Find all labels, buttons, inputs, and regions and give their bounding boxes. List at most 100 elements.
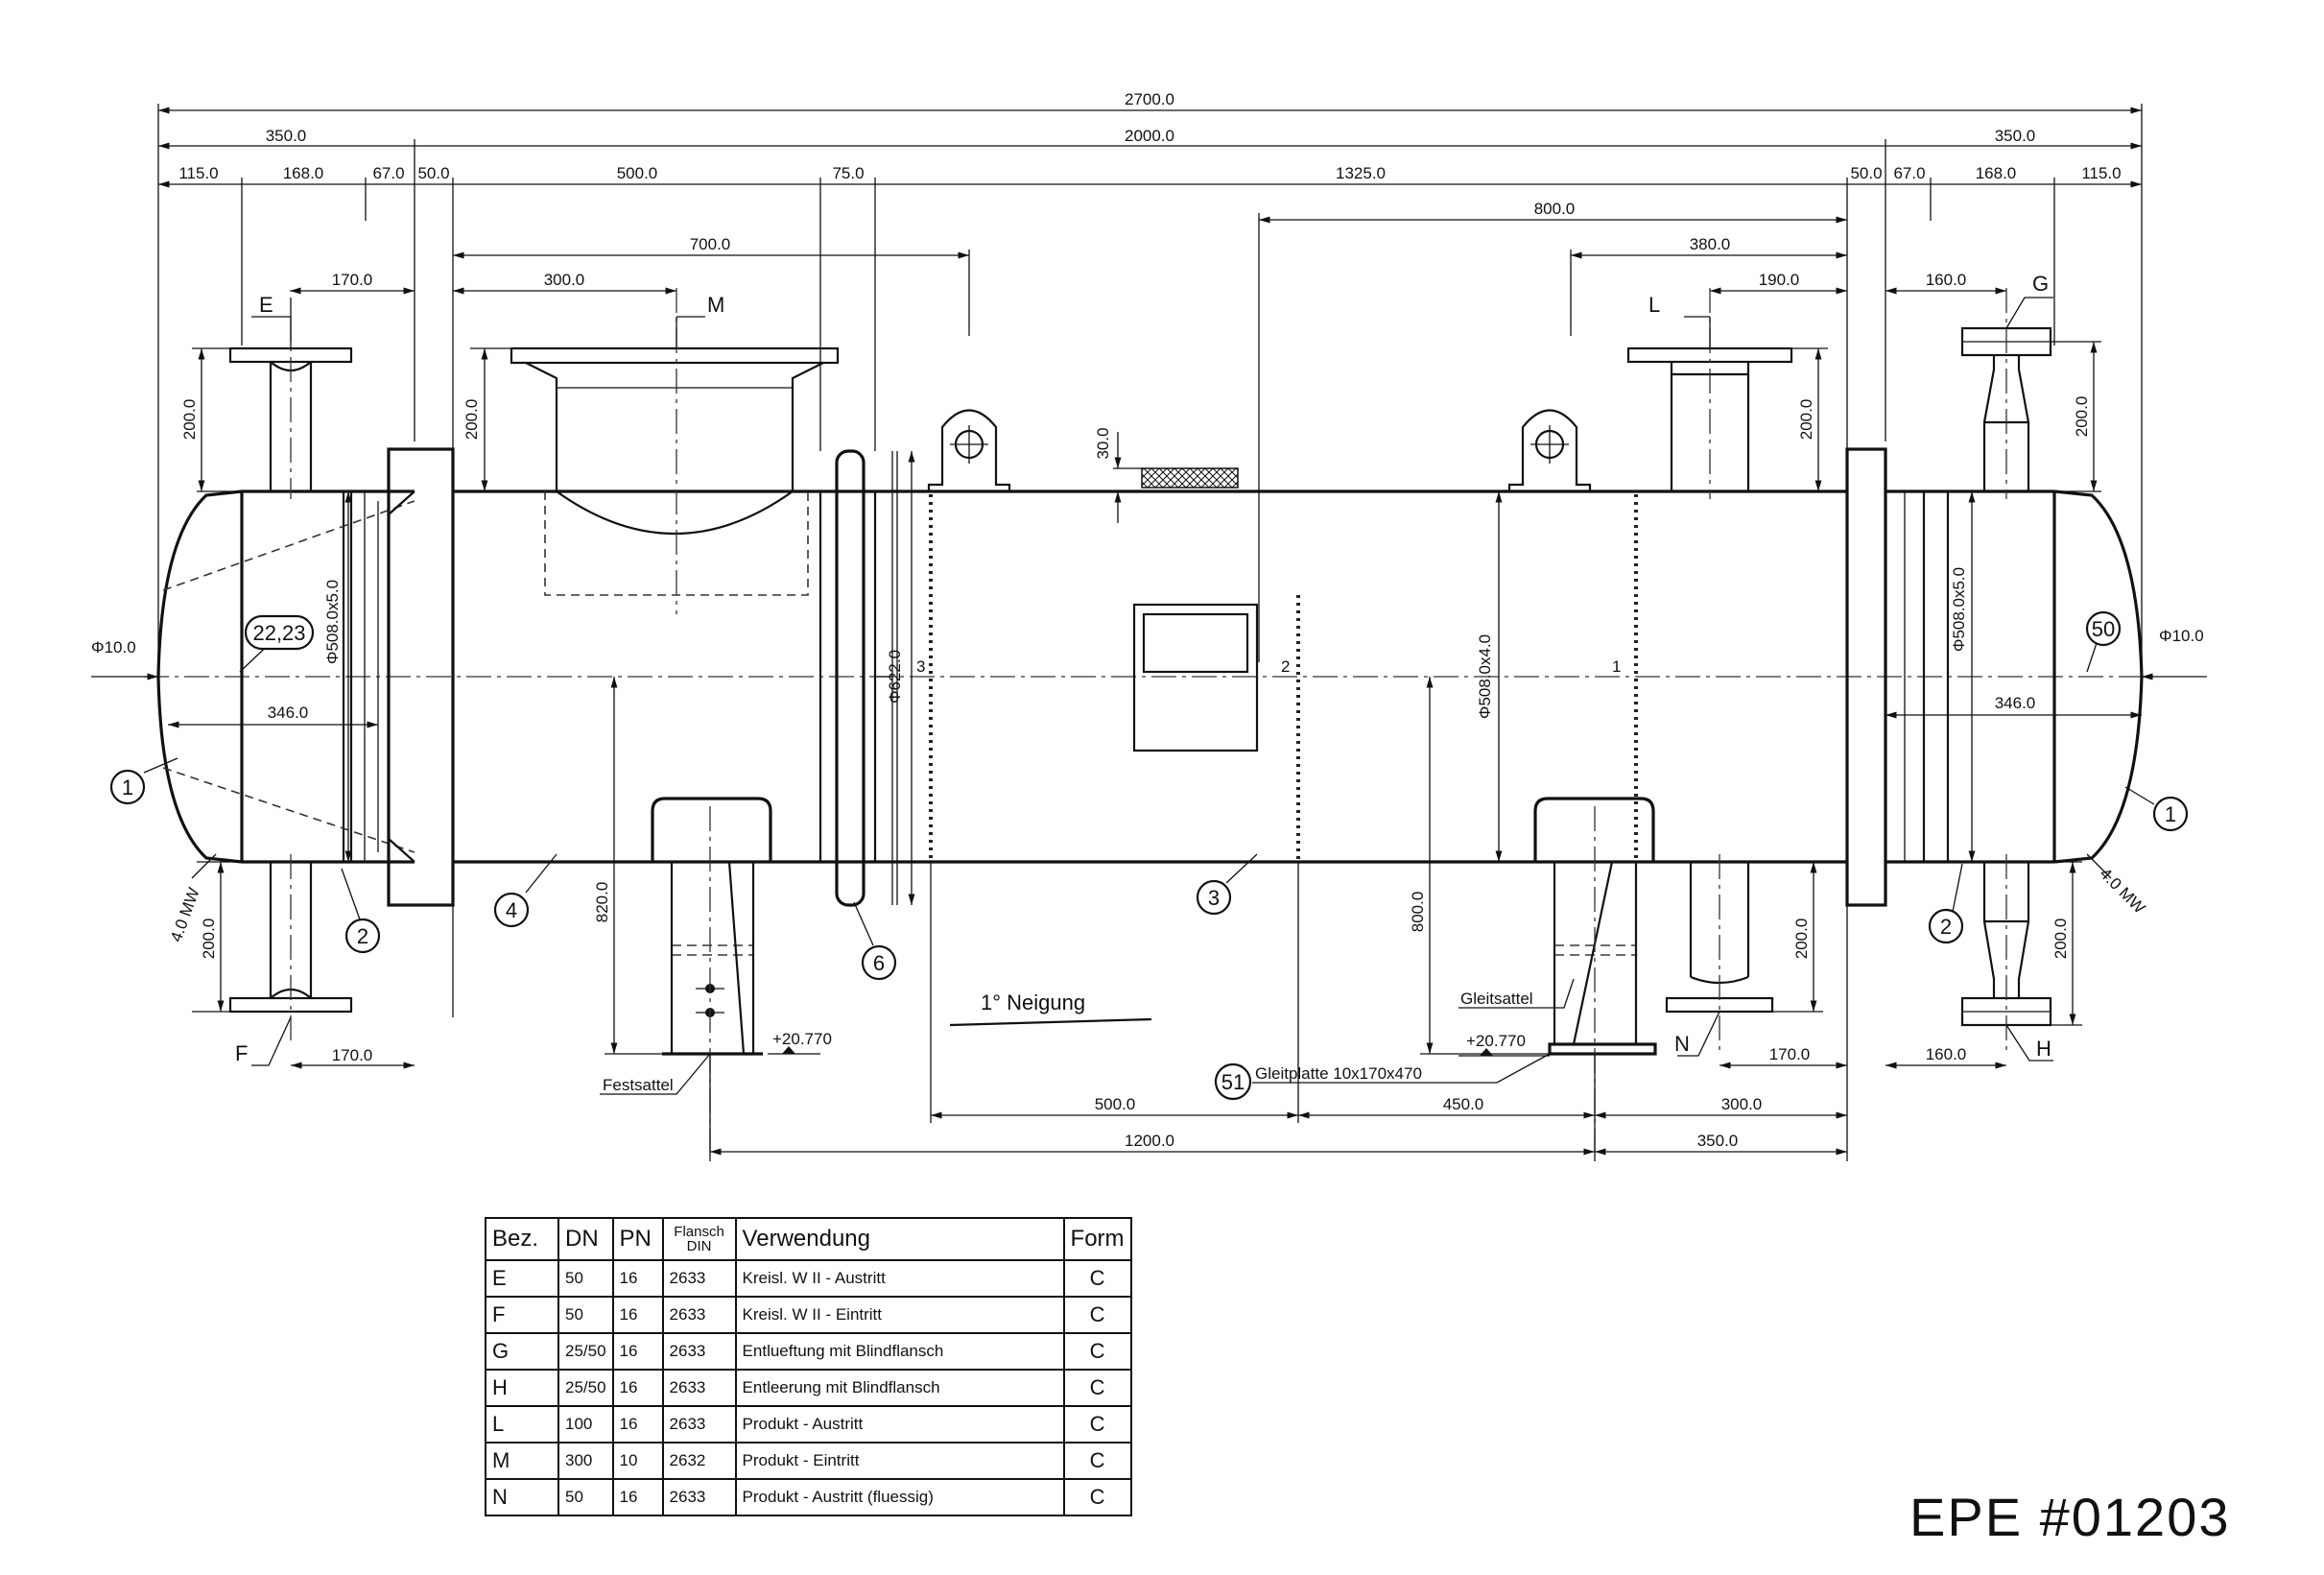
dim-300-bottom: 300.0 bbox=[1721, 1095, 1763, 1113]
weld-right: 4.0 MW bbox=[2096, 865, 2148, 918]
dim-200-l: 200.0 bbox=[1797, 399, 1815, 441]
dim-overall: 2700.0 bbox=[1125, 90, 1174, 108]
cell-dn: 50 bbox=[557, 1259, 614, 1298]
dim-820: 820.0 bbox=[593, 882, 611, 923]
dim-170-n: 170.0 bbox=[1769, 1045, 1811, 1063]
cell-form: C bbox=[1062, 1405, 1132, 1444]
label-gleitplatte: Gleitplatte 10x170x470 bbox=[1255, 1064, 1422, 1083]
dim-200-e: 200.0 bbox=[180, 399, 199, 441]
right-head: 346.0 Φ508.0x5.0 Φ10.0 4.0 MW bbox=[1845, 447, 2207, 918]
cell-bez: N bbox=[485, 1478, 559, 1516]
cell-verwendung: Produkt - Austritt (fluessig) bbox=[734, 1478, 1065, 1516]
cell-pn: 16 bbox=[611, 1478, 664, 1516]
balloon-50: 50 bbox=[2085, 610, 2122, 673]
cell-pn: 16 bbox=[611, 1296, 664, 1334]
nozzle-label-f: F bbox=[235, 1041, 248, 1065]
nozzle-m: M 200.0 bbox=[462, 288, 840, 614]
dim-200-h: 200.0 bbox=[2051, 919, 2070, 960]
balloon-1-right: 1 bbox=[2124, 786, 2189, 832]
document-id: EPE #01203 bbox=[1909, 1487, 2231, 1547]
svg-text:51: 51 bbox=[1221, 1070, 1245, 1094]
cell-bez: F bbox=[485, 1296, 559, 1334]
col-bez: Bez. bbox=[485, 1217, 559, 1261]
svg-text:2: 2 bbox=[357, 924, 368, 948]
dim-170-f: 170.0 bbox=[332, 1046, 373, 1064]
dim-phi10-left: Φ10.0 bbox=[91, 638, 136, 656]
svg-text:2: 2 bbox=[1940, 915, 1952, 939]
cell-dn: 25/50 bbox=[557, 1369, 614, 1407]
dim-800: 800.0 bbox=[1534, 200, 1576, 218]
cell-din: 2633 bbox=[661, 1332, 737, 1371]
cell-bez: H bbox=[485, 1369, 559, 1407]
cell-pn: 16 bbox=[611, 1405, 664, 1444]
cell-form: C bbox=[1062, 1478, 1132, 1516]
dim-190: 190.0 bbox=[1759, 271, 1800, 289]
col-flansch-2: DIN bbox=[686, 1238, 712, 1254]
dim-mid-1325: 1325.0 bbox=[1336, 164, 1386, 182]
dim-phi622: Φ622.0 bbox=[886, 650, 904, 704]
dim-170-e: 170.0 bbox=[332, 271, 373, 289]
weld-left: 4.0 MW bbox=[167, 885, 203, 944]
svg-text:50: 50 bbox=[2092, 617, 2115, 641]
dim-160-g: 160.0 bbox=[1926, 271, 1967, 289]
col-flansch: Flansch DIN bbox=[661, 1217, 737, 1261]
balloon-3: 3 bbox=[1196, 853, 1258, 916]
svg-text:6: 6 bbox=[873, 951, 885, 975]
dim-346-right: 346.0 bbox=[1995, 694, 2036, 712]
dim-200-n: 200.0 bbox=[1792, 919, 1811, 960]
dim-r-168: 168.0 bbox=[1976, 164, 2017, 182]
nozzle-label-m: M bbox=[707, 293, 724, 317]
left-head-dims: 346.0 Φ508.0x5.0 Φ10.0 4.0 MW bbox=[91, 491, 378, 944]
nozzle-label-n: N bbox=[1674, 1032, 1690, 1056]
cell-dn: 25/50 bbox=[557, 1332, 614, 1371]
dim-1200: 1200.0 bbox=[1125, 1132, 1174, 1150]
cell-bez: L bbox=[485, 1405, 559, 1444]
svg-text:1: 1 bbox=[2165, 802, 2176, 826]
cell-verwendung: Kreisl. W II - Austritt bbox=[734, 1259, 1065, 1298]
cell-verwendung: Entlueftung mit Blindflansch bbox=[734, 1332, 1065, 1371]
nozzle-e: E 200.0 bbox=[180, 293, 353, 499]
cell-verwendung: Entleerung mit Blindflansch bbox=[734, 1369, 1065, 1407]
svg-text:4: 4 bbox=[506, 898, 517, 922]
nozzle-h: 200.0 H 160.0 bbox=[1885, 854, 2082, 1069]
dim-346-left: 346.0 bbox=[268, 704, 309, 722]
cell-form: C bbox=[1062, 1296, 1132, 1334]
cell-din: 2633 bbox=[661, 1259, 737, 1298]
nozzle-label-e: E bbox=[259, 293, 273, 317]
cell-din: 2633 bbox=[661, 1369, 737, 1407]
elevation-right: +20.770 bbox=[1466, 1032, 1526, 1050]
col-form: Form bbox=[1062, 1217, 1132, 1261]
cell-verwendung: Produkt - Eintritt bbox=[734, 1442, 1065, 1480]
section-2: 2 bbox=[1281, 657, 1290, 676]
part-balloons: 1 22,23 2 4 6 3 51 bbox=[109, 610, 2189, 1101]
dim-380: 380.0 bbox=[1690, 235, 1731, 253]
cell-form: C bbox=[1062, 1259, 1132, 1298]
cell-pn: 10 bbox=[611, 1442, 664, 1480]
cell-din: 2632 bbox=[661, 1442, 737, 1480]
dim-200-m: 200.0 bbox=[462, 399, 481, 441]
dim-450: 450.0 bbox=[1443, 1095, 1484, 1113]
label-gleitsattel: Gleitsattel bbox=[1460, 990, 1533, 1008]
cell-dn: 100 bbox=[557, 1405, 614, 1444]
bottom-dimensions: 500.0 450.0 300.0 1200.0 350.0 1° Neigun… bbox=[709, 862, 1848, 1161]
cell-pn: 16 bbox=[611, 1369, 664, 1407]
label-festsattel: Festsattel bbox=[603, 1076, 674, 1094]
dim-200-f: 200.0 bbox=[200, 919, 218, 960]
dim-shell: 2000.0 bbox=[1125, 127, 1174, 145]
nozzle-label-l: L bbox=[1648, 293, 1660, 317]
col-flansch-1: Flansch bbox=[674, 1224, 724, 1240]
cell-dn: 50 bbox=[557, 1296, 614, 1334]
cell-pn: 16 bbox=[611, 1332, 664, 1371]
cell-pn: 16 bbox=[611, 1259, 664, 1298]
cell-dn: 300 bbox=[557, 1442, 614, 1480]
dim-mid-500: 500.0 bbox=[617, 164, 658, 182]
dim-300-m: 300.0 bbox=[544, 271, 585, 289]
nozzle-label-h: H bbox=[2036, 1037, 2051, 1061]
nozzle-g: G 200.0 bbox=[1960, 272, 2101, 499]
cell-din: 2633 bbox=[661, 1405, 737, 1444]
